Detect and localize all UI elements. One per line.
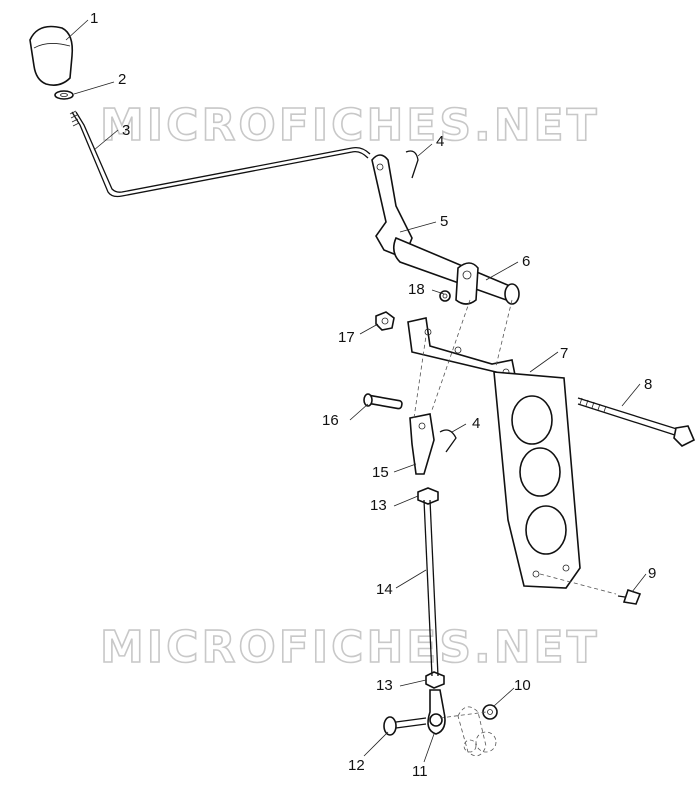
callout-3: 3 <box>122 122 130 139</box>
knob-washer <box>54 90 74 100</box>
linkage-phantom <box>457 706 497 757</box>
callout-1: 1 <box>90 10 98 27</box>
clevis-pin <box>363 393 403 410</box>
callout-12: 12 <box>348 757 365 774</box>
gate-plate <box>493 371 581 589</box>
jam-nut-upper <box>417 487 439 505</box>
callout-16: 16 <box>322 412 339 429</box>
callout-7: 7 <box>560 345 568 362</box>
callout-13-lower: 13 <box>376 677 393 694</box>
callout-9: 9 <box>648 565 656 582</box>
callout-8: 8 <box>644 376 652 393</box>
leader-lines <box>65 19 647 763</box>
pivot-washer <box>439 290 451 302</box>
clevis <box>409 413 435 475</box>
watermark-bottom: MICROFICHES.NET <box>100 622 600 673</box>
cotter-pin-upper <box>405 150 419 179</box>
callout-4-upper: 4 <box>436 133 444 150</box>
jam-nut-lower <box>425 671 445 689</box>
callout-17: 17 <box>338 329 355 346</box>
callout-18: 18 <box>408 281 425 298</box>
callout-15: 15 <box>372 464 389 481</box>
shift-knob <box>29 25 74 86</box>
callout-5: 5 <box>440 213 448 230</box>
shift-rod <box>69 110 371 198</box>
assembly-lines <box>413 299 617 719</box>
lock-nut <box>375 311 395 331</box>
callout-4-lower: 4 <box>472 415 480 432</box>
mounting-bolt <box>617 588 642 605</box>
callout-13-upper: 13 <box>370 497 387 514</box>
callout-10: 10 <box>514 677 531 694</box>
shift-lever <box>371 154 413 260</box>
callout-14: 14 <box>376 581 393 598</box>
callouts: 1 2 3 4 5 6 7 8 9 10 11 12 13 13 14 15 1… <box>90 10 656 780</box>
callout-6: 6 <box>522 253 530 270</box>
rod-end-bolt <box>383 716 427 736</box>
cotter-pin-lower <box>439 429 457 453</box>
long-bolt <box>577 397 696 447</box>
rod-end <box>427 689 446 735</box>
callout-11: 11 <box>412 763 428 780</box>
pivot-shaft <box>392 236 520 305</box>
callout-2: 2 <box>118 71 126 88</box>
watermark-top: MICROFICHES.NET <box>100 100 600 151</box>
threaded-rod <box>423 499 439 677</box>
